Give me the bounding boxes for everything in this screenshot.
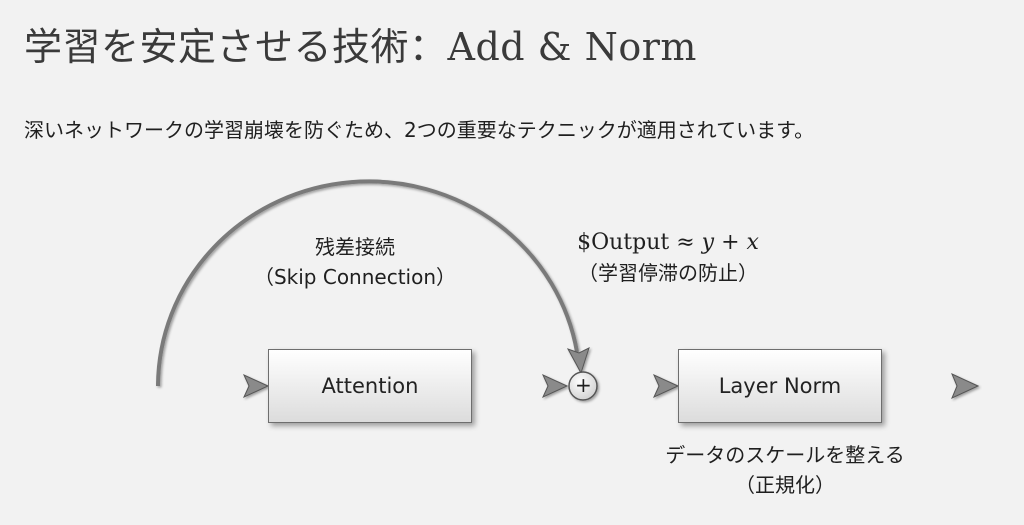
skip-connection-arc (156, 179, 579, 387)
norm-caption: データのスケールを整える （正規化） (640, 440, 930, 500)
add-node (568, 371, 598, 401)
formula-approx: ≈ (669, 230, 702, 255)
page-subtitle: 深いネットワークの学習崩壊を防ぐため、2つの重要なテクニックが適用されています。 (24, 118, 815, 142)
skip-connection-sublabel: （Skip Connection） (253, 265, 457, 289)
norm-sublabel: （正規化） (735, 473, 835, 497)
skip-connection-caption: 残差接続 （Skip Connection） (240, 232, 470, 292)
add-symbol: + (575, 373, 592, 397)
layer-norm-label: Layer Norm (718, 374, 842, 398)
layer-norm-block: Layer Norm (678, 349, 882, 423)
page-title: 学習を安定させる技術：Add & Norm (24, 25, 697, 69)
output-formula: $Output ≈ y + x (540, 228, 796, 258)
attention-label: Attention (321, 374, 419, 398)
formula-output: $Output (577, 230, 670, 255)
output-arrowhead (951, 373, 980, 399)
attention-block: Attention (268, 349, 472, 423)
formula-x: x (746, 230, 759, 255)
attention-to-add-arrowhead (541, 373, 569, 399)
output-caption: $Output ≈ y + x （学習停滞の防止） (540, 228, 796, 288)
skip-connection-label: 残差接続 (315, 235, 395, 259)
skip-connection-arrowhead (566, 347, 590, 375)
formula-y: y (701, 230, 715, 255)
add-to-norm-arrowhead (652, 373, 680, 399)
output-note: （学習停滞の防止） (578, 261, 758, 285)
norm-label: データのスケールを整える (665, 443, 905, 467)
formula-plus: + (714, 230, 747, 255)
input-arrowhead (242, 373, 270, 399)
